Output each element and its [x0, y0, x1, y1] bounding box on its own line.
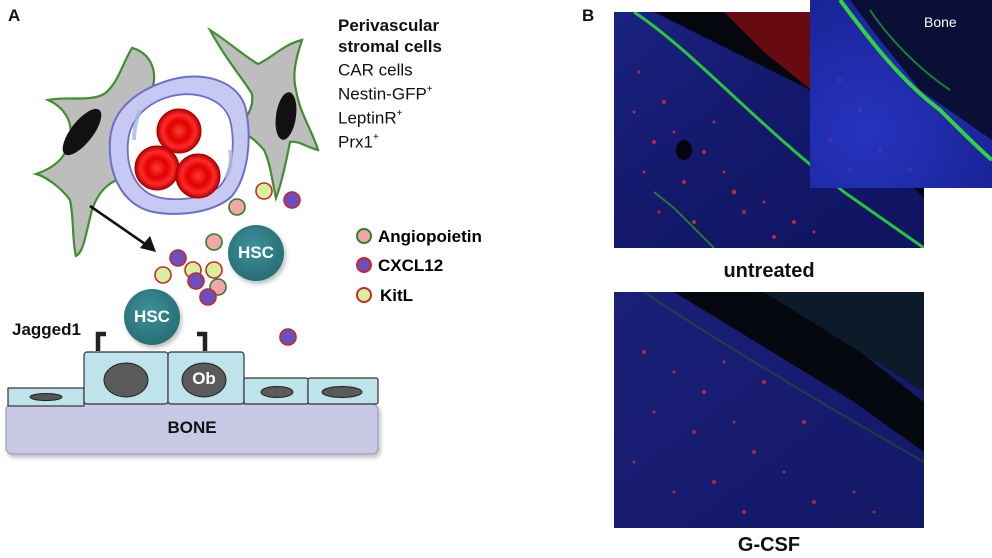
- red-blood-cell: [156, 108, 202, 154]
- jagged1-receptor: [197, 331, 208, 351]
- lining-nucleus: [321, 386, 363, 398]
- red-blood-cell: [175, 153, 221, 199]
- stromal-nucleus-right: [275, 92, 297, 140]
- lining-nucleus: [260, 386, 294, 398]
- caption-untreated: untreated: [723, 260, 815, 282]
- stromal-title-line1: Perivascular: [338, 16, 440, 35]
- panel-b-letter: B: [582, 6, 595, 25]
- panel-a-letter: A: [8, 6, 21, 25]
- marker-item: Nestin-GFP+: [338, 84, 433, 104]
- inset-bone-label: Bone: [924, 14, 957, 30]
- jagged1-label: Jagged1: [12, 320, 81, 339]
- micrograph-gcsf: [614, 292, 924, 528]
- caption-gcsf: G-CSF: [737, 534, 801, 556]
- red-blood-cell: [134, 145, 180, 191]
- marker-item: CAR cells: [338, 60, 413, 80]
- stromal-title-line2: stromal cells: [338, 36, 442, 56]
- jagged1-receptor: [95, 331, 106, 351]
- hsc-cell-upper: [228, 225, 284, 281]
- hsc-label-upper: HSC: [238, 243, 274, 262]
- ob-label: Ob: [192, 369, 216, 388]
- cxcl12-swatch: [356, 257, 372, 273]
- osteoblast-nucleus: [181, 362, 227, 398]
- angiopoietin-swatch: [356, 228, 372, 244]
- hsc-label-lower: HSC: [134, 307, 170, 326]
- bone-label: BONE: [167, 418, 217, 437]
- arrow-head-icon: [140, 236, 156, 252]
- stromal-nucleus-left: [62, 108, 102, 156]
- niche-diagram: [5, 26, 379, 455]
- signal-molecules: [154, 182, 301, 346]
- kitl-swatch: [356, 287, 372, 303]
- marker-item: Prx1+: [338, 132, 379, 153]
- lining-nucleus: [29, 393, 63, 401]
- stromal-cell-markers: Perivascular stromal cells CAR cells Nes…: [338, 16, 442, 154]
- marker-item: LeptinR+: [338, 108, 403, 128]
- legend-angiopoietin: Angiopoietin: [378, 227, 482, 246]
- hsc-cell-lower: [124, 289, 180, 345]
- micrograph-inset: [810, 0, 992, 188]
- legend-kitl: KitL: [380, 286, 414, 305]
- osteoblast-nucleus: [103, 362, 149, 398]
- legend-cxcl12: CXCL12: [378, 256, 444, 275]
- migration-arrow: [89, 204, 149, 248]
